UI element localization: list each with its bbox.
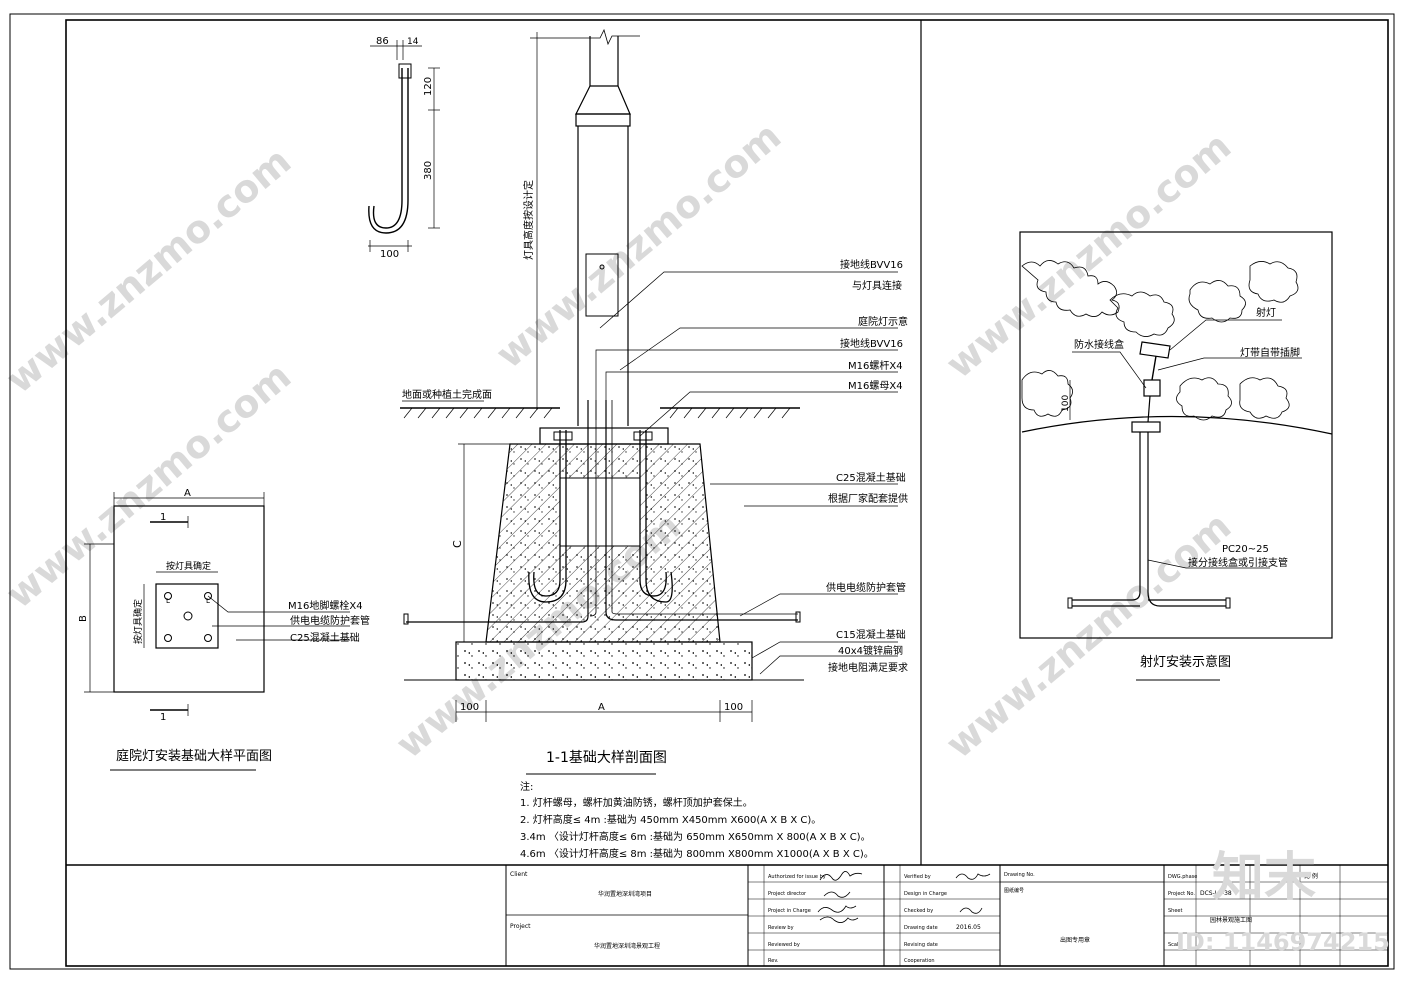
plan-side-label: 按灯具确定	[132, 599, 144, 644]
inner-frame	[65, 19, 1389, 967]
spotlight-label-4: PC20~25	[1222, 544, 1269, 555]
tb-sheet-cn: 园林景观施工图	[1210, 916, 1252, 924]
brand-watermark: 知末 ID: 1146974215	[1176, 848, 1390, 956]
plan-cut-top: 1	[160, 512, 166, 523]
tb-row-3: Sheet	[1168, 908, 1182, 914]
notes-heading: 注:	[520, 780, 533, 793]
svg-text:L: L	[206, 597, 210, 605]
tb-drawing-no-cn: 图纸编号	[1004, 887, 1024, 894]
tb-drawing-no-label: Drawing No.	[1004, 872, 1035, 878]
tb-client-en: Client	[510, 871, 528, 878]
hook-dim-100: 100	[380, 249, 399, 260]
signature-1	[819, 871, 863, 881]
tb-client-cn: 华润置地深圳湾项目	[598, 890, 652, 898]
note-line-4: 4.6m 〈设计灯杆高度≤ 8m :基础为 800mm X800mm X1000…	[520, 847, 874, 860]
plan-dim-b: B	[78, 615, 89, 622]
section-title: 1-1基础大样剖面图	[546, 749, 667, 766]
anchor-hook-detail: 86 14 120 380 100	[368, 36, 440, 260]
hook-dim-120: 120	[423, 77, 434, 96]
hook-dim-380: 380	[423, 161, 434, 180]
section-detail: 灯具高度按设计定 地面或种植土完成面	[400, 28, 908, 775]
tb-sig-3: Project in Charge	[768, 908, 811, 914]
plan-label-3: C25混凝土基础	[290, 631, 360, 644]
spotlight-label-5: 接分接线盒或引接支管	[1188, 556, 1288, 569]
spotlight-title: 射灯安装示意图	[1140, 654, 1231, 670]
section-label-4: 接地线BVV16	[840, 337, 903, 350]
watermark-text-4: www.znzmo.com	[0, 354, 299, 617]
tb-project-cn: 华润置地深圳湾景观工程	[594, 942, 660, 950]
note-line-2: 2. 灯杆高度≤ 4m :基础为 450mm X450mm X600(A X B…	[520, 813, 821, 826]
signature-2	[823, 891, 851, 898]
spotlight-label-3: 灯带自带插脚	[1240, 346, 1300, 359]
tb-drawing-date: 2016.05	[956, 924, 981, 931]
tb-sig2-3: Checked by	[904, 908, 933, 914]
plan-detail: L L A B 1 1 按灯具确定 按灯具确定 M16地脚螺栓X4 供电电缆防护…	[78, 488, 370, 771]
spotlight-dim: 100	[1061, 395, 1071, 412]
hook-dim-86: 86	[376, 36, 389, 47]
tb-row-4: Scale	[1168, 942, 1181, 948]
section-label-5: M16螺杆X4	[848, 360, 903, 372]
spotlight-label-1: 射灯	[1256, 307, 1276, 319]
plan-label-2: 供电电缆防护套管	[290, 614, 370, 627]
tb-sig-6: Rev.	[768, 958, 779, 964]
tb-sig-1: Authorized for issue by	[768, 874, 826, 880]
signature-6	[959, 907, 983, 914]
note-line-3: 3.4m 〈设计灯杆高度≤ 6m :基础为 650mm X650mm X 800…	[520, 830, 871, 843]
tb-scale-cn: 比 例	[1304, 872, 1318, 880]
section-label-11: 40x4镀锌扁钢	[838, 644, 903, 657]
plan-title: 庭院灯安装基础大样平面图	[116, 748, 272, 764]
section-label-6: M16螺母X4	[848, 380, 903, 392]
plan-dim-a: A	[184, 488, 191, 499]
brand-logo: 知末	[1212, 848, 1316, 908]
tb-sig-2: Project director	[768, 891, 807, 897]
tb-sig-4: Review by	[768, 925, 794, 931]
signature-3	[817, 905, 857, 913]
tb-row-2: Project No.	[1168, 891, 1195, 897]
tb-row-1: DWG.phase	[1168, 874, 1197, 880]
watermark-text-6: www.znzmo.com	[938, 504, 1240, 767]
section-dim-c: C	[451, 540, 464, 548]
tb-stamp: 出图专用章	[1060, 936, 1090, 944]
tb-sig2-5: Revising date	[904, 942, 938, 948]
section-label-7: C25混凝土基础	[836, 471, 906, 484]
section-label-3: 庭院灯示意	[858, 315, 908, 328]
spotlight-label-2: 防水接线盒	[1074, 338, 1124, 351]
tb-sig2-1: Verified by	[904, 874, 931, 880]
signature-5	[955, 873, 991, 880]
section-dim-left: 100	[460, 702, 479, 713]
tb-sig2-2: Design in Charge	[904, 891, 947, 897]
section-label-2: 与灯具连接	[852, 279, 902, 292]
plan-top-label: 按灯具确定	[166, 560, 211, 572]
signature-4	[819, 916, 859, 923]
tb-sig-5: Reviewed by	[768, 942, 800, 948]
brand-id: ID: 1146974215	[1176, 928, 1390, 956]
outer-border	[9, 13, 1395, 970]
spotlight-detail: 100 射灯 防水接线盒 灯带自带插脚 PC20~25 接分接线盒或引接支管 射…	[1019, 231, 1333, 681]
plan-cut-bottom: 1	[160, 712, 166, 723]
tb-code: DCS-LS-38	[1200, 890, 1232, 897]
ground-label: 地面或种植土完成面	[402, 388, 492, 401]
tb-sig2-4: Drawing date	[904, 925, 938, 931]
svg-text:L: L	[166, 597, 170, 605]
tb-sig2-6: Cooperation	[904, 958, 935, 964]
section-label-1: 接地线BVV16	[840, 258, 903, 271]
section-label-12: 接地电阻满足要求	[828, 661, 908, 674]
tb-project-en: Project	[510, 923, 531, 930]
title-block: Client 华润置地深圳湾项目 Project 华润置地深圳湾景观工程 Aut…	[505, 865, 1388, 966]
watermark-text-1: www.znzmo.com	[0, 139, 299, 402]
section-dim-a: A	[598, 702, 605, 713]
section-label-10: C15混凝土基础	[836, 628, 906, 641]
section-label-9: 供电电缆防护套管	[826, 581, 906, 594]
note-line-1: 1. 灯杆螺母，螺杆加黄油防锈，螺杆顶加护套保土。	[520, 796, 753, 809]
section-dim-right: 100	[724, 702, 743, 713]
pole-height-label: 灯具高度按设计定	[522, 180, 535, 260]
notes-block: 注: 1. 灯杆螺母，螺杆加黄油防锈，螺杆顶加护套保土。 2. 灯杆高度≤ 4m…	[520, 780, 874, 860]
plan-label-1: M16地脚螺栓X4	[288, 599, 363, 612]
section-label-8: 根据厂家配套提供	[828, 492, 908, 505]
hook-dim-14: 14	[407, 37, 419, 47]
